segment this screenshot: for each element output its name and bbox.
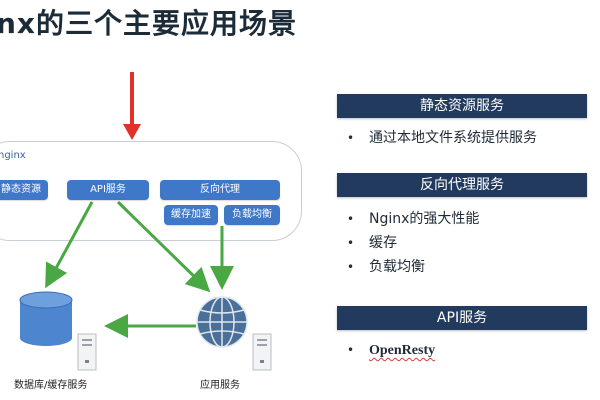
load-balancing-button[interactable]: 负载均衡: [224, 205, 280, 225]
api-to-db-arrow: [45, 201, 94, 289]
slide-title: nx的三个主要应用场景: [0, 7, 297, 40]
static-resource-button[interactable]: 静态资源: [0, 180, 48, 200]
section-api: API服务 OpenResty: [337, 306, 587, 362]
list-item: 缓存: [337, 231, 587, 255]
section-proxy: 反向代理服务 Nginx的强大性能 缓存 负载均衡: [337, 173, 587, 279]
db-server-icon: [77, 333, 97, 371]
list-item: 通过本地文件系统提供服务: [337, 126, 587, 150]
openresty-text: OpenResty: [369, 343, 436, 358]
diagram-arrows: [19, 72, 272, 371]
list-item: OpenResty: [337, 338, 587, 362]
api-to-app-arrow: [116, 200, 211, 293]
reverse-proxy-button[interactable]: 反向代理: [160, 180, 280, 200]
app-service-label: 应用服务: [200, 380, 240, 391]
section-header-static: 静态资源服务: [337, 94, 587, 118]
cache-acceleration-button[interactable]: 缓存加速: [164, 205, 218, 225]
app-server-icon: [252, 333, 272, 371]
incoming-request-arrow: [123, 72, 141, 140]
list-item: 负载均衡: [337, 255, 587, 279]
api-service-button[interactable]: API服务: [67, 180, 149, 200]
section-header-api: API服务: [337, 306, 587, 330]
architecture-diagram: nginx 静态资源 API服务 反向代理 缓存加速 负载均衡: [0, 72, 302, 391]
section-static: 静态资源服务 通过本地文件系统提供服务: [337, 94, 587, 150]
nginx-label: nginx: [0, 150, 26, 161]
list-item: Nginx的强大性能: [337, 207, 587, 231]
database-icon: [19, 291, 73, 346]
database-label: 数据库/缓存服务: [14, 380, 88, 391]
globe-icon: [196, 296, 248, 348]
section-header-proxy: 反向代理服务: [337, 173, 587, 197]
